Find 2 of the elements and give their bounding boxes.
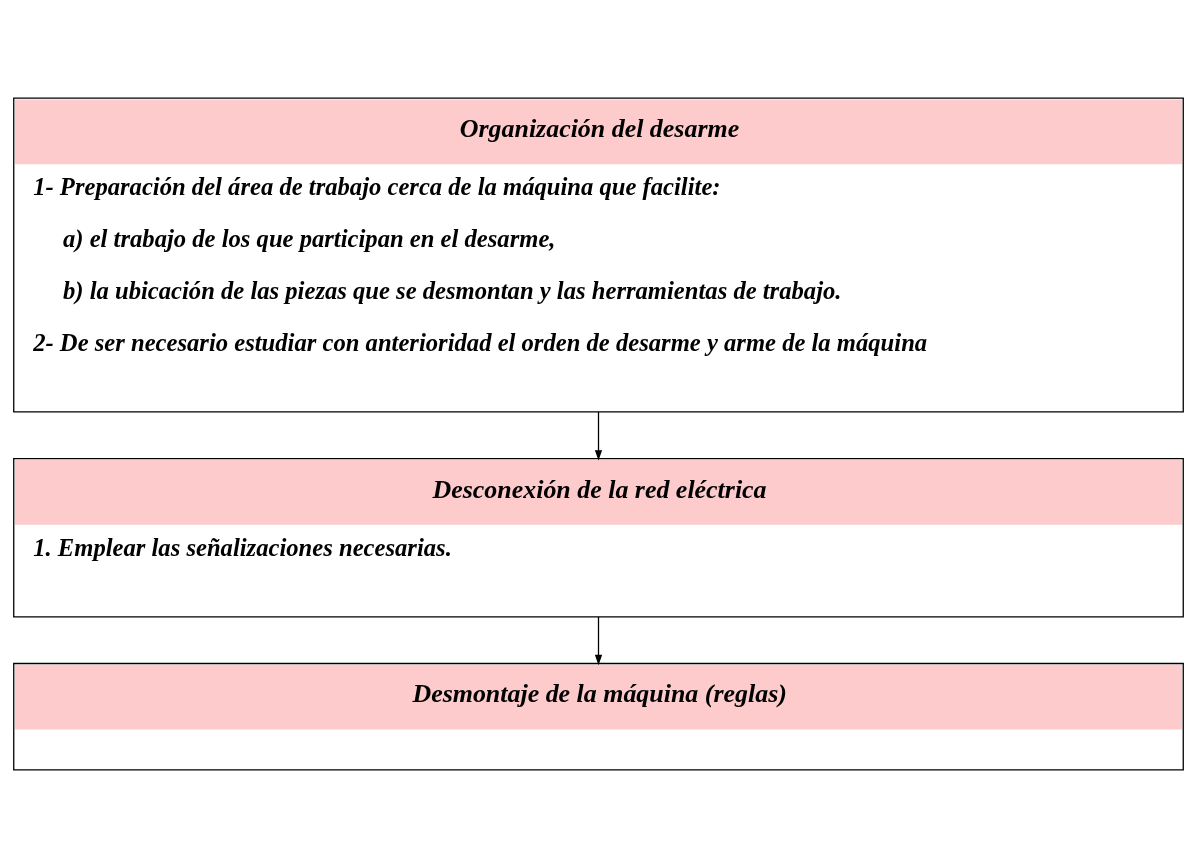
arrow [594,410,603,461]
arrow [594,615,603,665]
